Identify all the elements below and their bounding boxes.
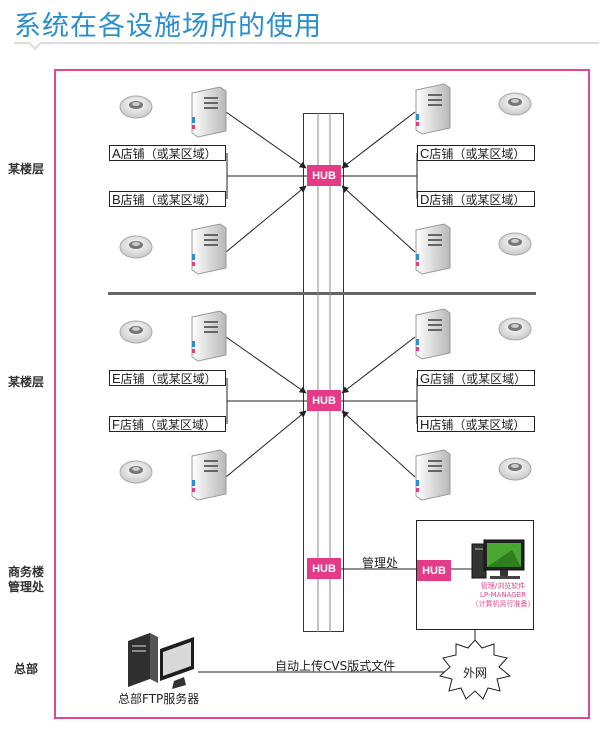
sensor-unit-icon [191, 223, 227, 275]
area-letter: A [112, 145, 121, 161]
software-line-1: 管理/浏览软件 [480, 582, 526, 590]
speaker-icon [498, 232, 532, 256]
sensor-unit-icon [191, 86, 227, 138]
speaker-icon [119, 460, 153, 484]
side-label-floor-bottom: 某楼层 [7, 375, 44, 389]
internet-cloud-shape [438, 639, 512, 700]
area-letter: H [420, 416, 430, 432]
area-letter: G [420, 370, 431, 386]
side-label-floor-top: 某楼层 [7, 162, 44, 176]
computer-icon [472, 540, 524, 580]
area-letter: E [112, 370, 121, 386]
area-letter: F [112, 416, 120, 432]
speaker-icon [498, 317, 532, 341]
sensor-unit-icon [191, 449, 227, 501]
backbone-riser [303, 113, 344, 632]
speaker-icon [119, 235, 153, 259]
area-text: 店铺（或某区域） [429, 417, 526, 432]
hub-mgmt-office: HUB [417, 560, 451, 581]
area-letter: D [420, 191, 430, 207]
speaker-icon [119, 320, 153, 344]
area-text: 店铺（或某区域） [429, 192, 526, 207]
hub-floor-bottom: HUB [307, 390, 341, 411]
area-text: 店铺（或某区域） [120, 192, 217, 207]
hub-floor-top: HUB [307, 165, 341, 186]
area-text: 店铺（或某区域） [119, 417, 216, 432]
title-underline [14, 42, 599, 44]
ftp-server-label: 总部FTP服务器 [118, 692, 200, 706]
diagram-frame [54, 69, 590, 719]
sensor-unit-icon [415, 449, 451, 501]
sensor-unit-icon [415, 83, 451, 135]
software-line-3: （计算机另行准备） [471, 600, 535, 608]
area-text: 店铺（或某区域） [120, 146, 217, 161]
side-label-hq: 总部 [13, 662, 38, 676]
sensor-unit-icon [415, 223, 451, 275]
area-text: 店铺（或某区域） [430, 371, 527, 386]
software-line-2: LP-MANAGER [480, 591, 526, 599]
area-text: 店铺（或某区域） [429, 146, 526, 161]
speaker-icon [498, 457, 532, 481]
speaker-icon [119, 95, 153, 119]
sensor-unit-icon [191, 310, 227, 362]
speaker-icon [498, 92, 532, 116]
sensor-unit-icon [415, 308, 451, 360]
area-letter: C [420, 145, 430, 161]
area-text: 店铺（或某区域） [120, 371, 217, 386]
page-title: 系统在各设施场所的使用 [14, 11, 322, 42]
internet-label: 外网 [463, 666, 488, 680]
side-label-mgmt: 商务楼 管理处 [7, 565, 44, 594]
hub-mgmt-riser: HUB [307, 558, 341, 579]
mgmt-office-label: 管理处 [362, 556, 399, 570]
area-letter: B [112, 191, 121, 207]
ftp-server-icon [128, 633, 194, 689]
upload-label: 自动上传CVS版式文件 [275, 659, 396, 673]
floor-divider [108, 292, 536, 295]
